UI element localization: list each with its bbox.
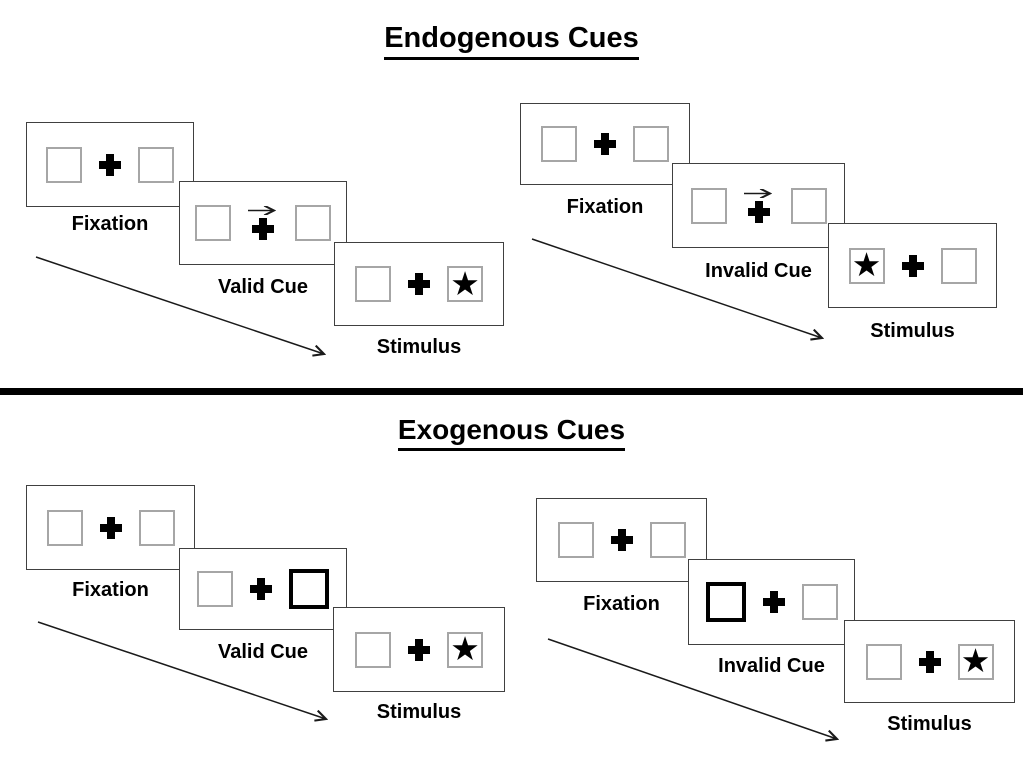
star-icon: ★ bbox=[960, 641, 991, 680]
right-placeholder-box bbox=[138, 146, 174, 183]
cue-cross-stack bbox=[248, 206, 278, 240]
fixation-cross-icon bbox=[747, 200, 770, 223]
exogenous-title-text: Exogenous Cues bbox=[397, 414, 626, 451]
cue-cross-stack bbox=[743, 189, 774, 223]
endo-invalid-stimulus-label: Stimulus bbox=[870, 320, 955, 342]
right-placeholder-box bbox=[801, 584, 838, 620]
fixation-cross-icon bbox=[408, 273, 430, 295]
left-placeholder-box bbox=[195, 205, 231, 241]
star-icon: ★ bbox=[450, 263, 480, 303]
exo-valid-stimulus-label: Stimulus bbox=[376, 701, 462, 723]
endogenous-section-title: Endogenous Cues bbox=[0, 22, 1023, 60]
fixation-cross-icon bbox=[250, 578, 272, 600]
fixation-cross-icon bbox=[594, 133, 616, 155]
highlighted-cue-box bbox=[705, 582, 746, 622]
section-divider bbox=[0, 388, 1023, 395]
left-placeholder-box bbox=[541, 126, 577, 162]
exo-invalid-fixation-panel bbox=[536, 498, 707, 582]
right-target-box: ★ bbox=[447, 266, 483, 302]
endogenous-title-text: Endogenous Cues bbox=[384, 22, 639, 60]
exo-valid-fixation-panel bbox=[26, 485, 195, 570]
right-placeholder-box bbox=[649, 522, 686, 558]
star-icon: ★ bbox=[851, 245, 882, 284]
fixation-cross-icon bbox=[99, 516, 122, 539]
exo-invalid-stimulus-panel: ★ bbox=[844, 620, 1015, 703]
exo-invalid-sequence-arrow bbox=[547, 638, 844, 745]
star-icon: ★ bbox=[450, 629, 480, 668]
left-placeholder-box bbox=[690, 187, 727, 224]
fixation-cross-icon bbox=[610, 529, 633, 551]
endo-valid-fixation-label: Fixation bbox=[71, 213, 149, 235]
fixation-cross-icon bbox=[408, 638, 430, 661]
endo-valid-fixation-panel bbox=[26, 122, 194, 207]
endo-valid-cue-label: Valid Cue bbox=[217, 276, 309, 298]
endo-valid-stimulus-panel: ★ bbox=[334, 242, 504, 326]
exo-valid-sequence-arrow bbox=[37, 621, 333, 724]
fixation-cross-icon bbox=[762, 591, 785, 613]
right-placeholder-box bbox=[295, 205, 331, 241]
endo-invalid-sequence-arrow bbox=[531, 238, 829, 344]
right-target-box: ★ bbox=[447, 629, 483, 668]
fixation-cross-icon bbox=[252, 218, 274, 240]
left-placeholder-box bbox=[355, 266, 391, 302]
endo-invalid-fixation-panel bbox=[520, 103, 690, 185]
left-placeholder-box bbox=[557, 522, 594, 558]
left-placeholder-box bbox=[197, 571, 233, 607]
exo-valid-stimulus-panel: ★ bbox=[333, 607, 505, 692]
fixation-cross-icon bbox=[99, 153, 121, 176]
endo-valid-stimulus-label: Stimulus bbox=[376, 336, 462, 358]
left-placeholder-box bbox=[355, 631, 391, 668]
left-target-box: ★ bbox=[848, 245, 885, 284]
exo-valid-cue-panel bbox=[179, 548, 347, 630]
right-arrow-icon bbox=[248, 206, 278, 215]
left-placeholder-box bbox=[865, 643, 902, 680]
exo-invalid-stimulus-label: Stimulus bbox=[887, 713, 972, 735]
endo-valid-sequence-arrow bbox=[35, 256, 331, 359]
exo-valid-cue-label: Valid Cue bbox=[217, 641, 309, 663]
exo-invalid-cue-panel bbox=[688, 559, 855, 645]
right-placeholder-box bbox=[138, 509, 175, 546]
right-arrow-icon bbox=[743, 189, 774, 198]
fixation-cross-icon bbox=[901, 254, 924, 277]
right-placeholder-box bbox=[790, 187, 827, 224]
left-placeholder-box bbox=[46, 509, 83, 546]
endo-invalid-cue-panel bbox=[672, 163, 845, 248]
endo-invalid-cue-label: Invalid Cue bbox=[705, 260, 812, 282]
left-placeholder-box bbox=[46, 146, 82, 183]
right-target-box: ★ bbox=[957, 641, 994, 680]
endo-invalid-fixation-label: Fixation bbox=[566, 196, 644, 218]
endo-invalid-stimulus-panel: ★ bbox=[828, 223, 997, 308]
highlighted-cue-box bbox=[289, 569, 329, 609]
fixation-cross-icon bbox=[918, 650, 941, 673]
right-placeholder-box bbox=[633, 126, 669, 162]
endo-valid-cue-panel bbox=[179, 181, 347, 265]
exo-valid-fixation-label: Fixation bbox=[72, 579, 149, 601]
exo-invalid-cue-label: Invalid Cue bbox=[718, 655, 825, 677]
exogenous-section-title: Exogenous Cues bbox=[0, 414, 1023, 451]
exo-invalid-fixation-label: Fixation bbox=[583, 593, 660, 615]
right-placeholder-box bbox=[940, 247, 977, 284]
